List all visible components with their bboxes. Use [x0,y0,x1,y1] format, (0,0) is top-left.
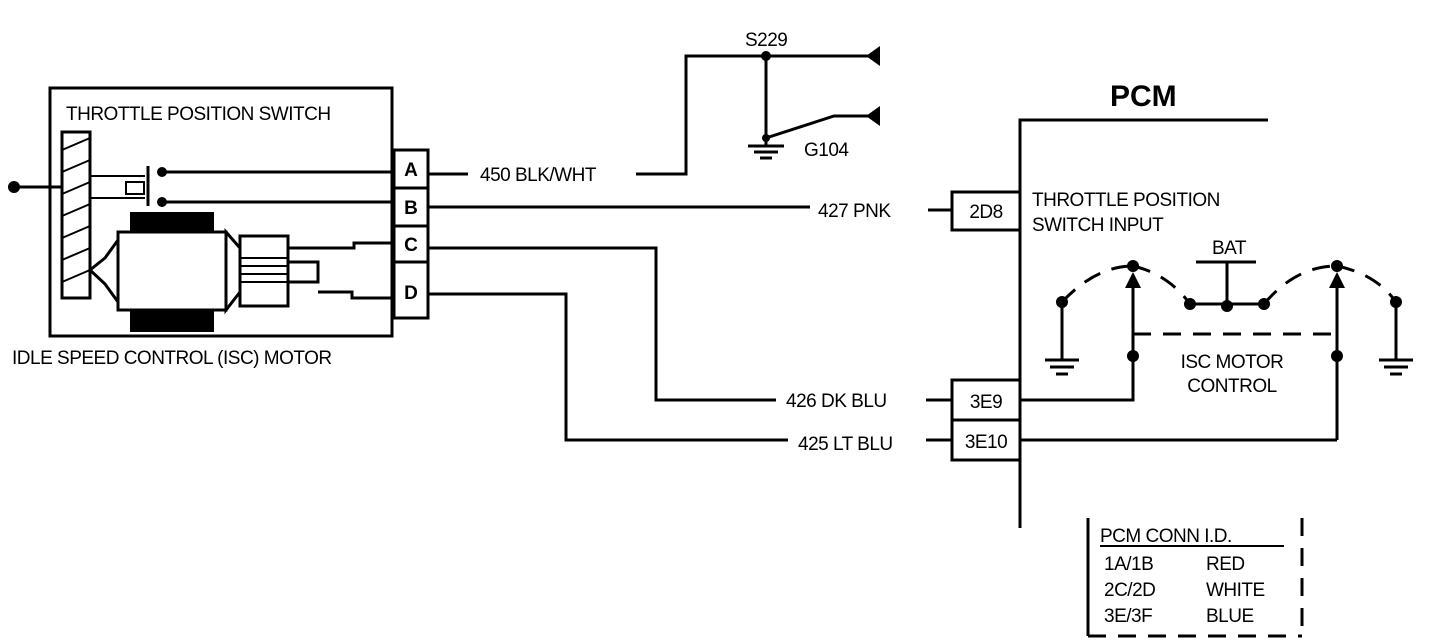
pcm-pin-2d8: 2D8 [969,202,1002,223]
pcm-pin-3e10: 3E10 [965,432,1007,453]
splice-label: S229 [745,30,787,51]
pcm-title: PCM [1110,80,1177,113]
isc-control-label-1: ISC MOTOR [1181,352,1284,373]
wire-450: 450 BLK/WHT [428,54,870,186]
pcm-pin-3e9: 3E9 [970,392,1002,413]
wire-425-label: 425 LT BLU [798,434,893,455]
pin-d: D [404,283,418,304]
legend-title: PCM CONN I.D. [1100,526,1232,547]
wire-426-label: 426 DK BLU [786,391,887,412]
tps-input-label-1: THROTTLE POSITION [1032,190,1220,211]
pcm-module: PCM 2D8 3E9 3E10 THROTTLE POSITION SWITC… [950,80,1413,528]
legend-color-3: BLUE [1206,606,1254,627]
isc-control-label-2: CONTROL [1187,376,1276,397]
wire-425: 425 LT BLU [428,292,952,455]
legend-conn-2: 2C/2D [1104,580,1155,601]
legend-conn-3: 3E/3F [1104,606,1152,627]
pcm-pin-2d8-box [950,190,1022,232]
throttle-lever [60,130,92,300]
isc-driver-circuit: BAT ISC MOTOR CONTROL [1020,238,1413,442]
ground-label: G104 [804,140,849,161]
pcm-connector-legend: PCM CONN I.D. 1A/1B RED 2C/2D WHITE 3E/3… [1086,518,1304,638]
isc-motor-caption: IDLE SPEED CONTROL (ISC) MOTOR [12,348,332,369]
legend-color-2: WHITE [1206,580,1265,601]
pin-a: A [404,160,418,181]
legend-color-1: RED [1206,554,1245,575]
ground-g104: G104 [748,56,880,161]
wire-427: 427 PNK [428,201,952,222]
tps-title: THROTTLE POSITION SWITCH [66,104,331,125]
pcm-boundary [1018,118,1268,528]
wire-426: 426 DK BLU [428,246,952,412]
splice-arrow-icon [866,46,880,66]
pin-b: B [404,198,418,219]
wire-427-label: 427 PNK [818,201,891,222]
isc-motor-assembly: THROTTLE POSITION SWITCH IDLE SPEED CONT… [8,86,394,369]
isc-motor-body [87,212,320,332]
component-connector: A B C D [392,148,430,320]
bat-label: BAT [1212,238,1247,259]
legend-conn-1: 1A/1B [1104,554,1153,575]
wire-450-label: 450 BLK/WHT [480,165,597,186]
tps-input-label-2: SWITCH INPUT [1032,215,1164,236]
ground-arrow-icon [866,106,880,126]
pin-c: C [404,235,418,256]
